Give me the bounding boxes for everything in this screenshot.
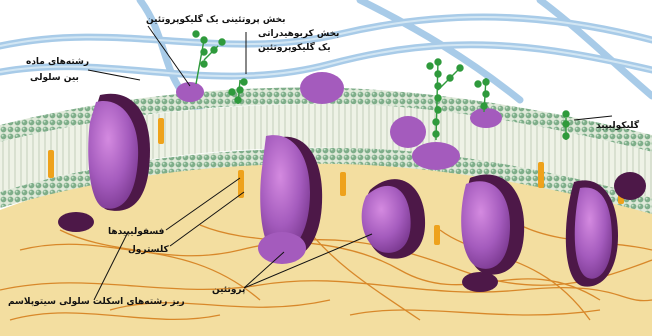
label-ecm-fibers-line1: رشته‌های ماده	[26, 56, 89, 68]
label-glycoprotein-protein: بخش پروتئینی یک گلیکوپروتئین	[146, 14, 286, 26]
label-cytoskeleton: ریز رشته‌های اسکلت سلولی سیتوپلاسم	[8, 296, 185, 308]
label-glycoprotein-carb-line1: بخش کربوهیدراتی	[258, 28, 339, 40]
label-cholesterol: کلسترول	[128, 244, 169, 256]
label-proteins: پروتئین	[212, 284, 245, 296]
label-ecm-fibers-line2: بین سلولی	[30, 72, 79, 84]
label-glycoprotein-carb-line2: یک گلیکوپروتئین	[258, 42, 331, 54]
label-phospholipids: فسفولیپیدها	[108, 226, 164, 238]
label-glycolipid: گلیکولیپید	[596, 120, 639, 132]
